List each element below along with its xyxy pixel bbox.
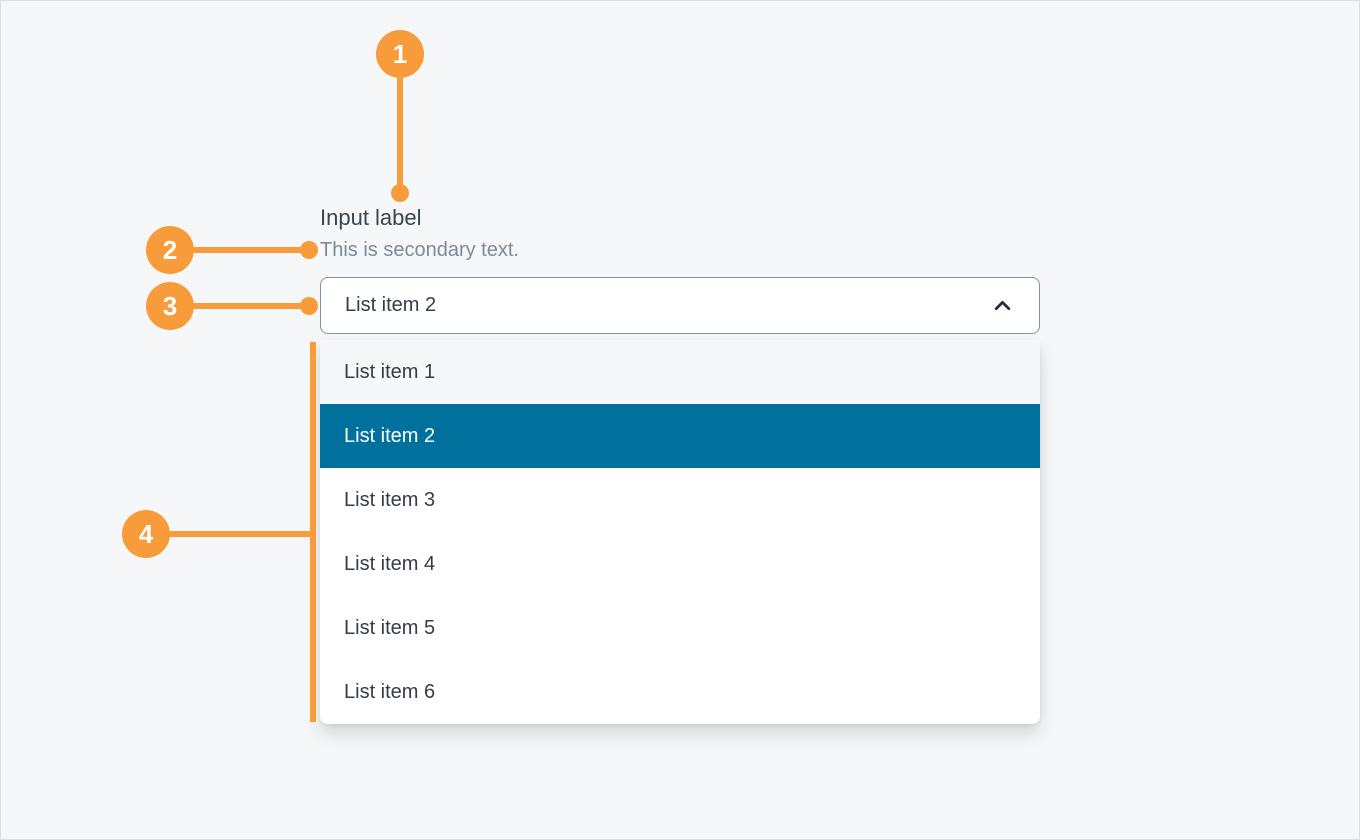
list-item-3[interactable]: List item 3 — [320, 468, 1040, 532]
annotation-endpoint-1 — [391, 184, 409, 202]
list-item-4[interactable]: List item 4 — [320, 532, 1040, 596]
annotation-connector-1 — [397, 54, 403, 193]
annotation-badge-3: 3 — [146, 282, 194, 330]
input-secondary-text: This is secondary text. — [320, 239, 519, 261]
annotation-badge-4: 4 — [122, 510, 170, 558]
annotation-connector-2 — [170, 247, 309, 253]
list-item-1[interactable]: List item 1 — [320, 340, 1040, 404]
annotation-badge-1: 1 — [376, 30, 424, 78]
list-item-6[interactable]: List item 6 — [320, 660, 1040, 724]
list-item-5[interactable]: List item 5 — [320, 596, 1040, 660]
annotation-endpoint-2 — [300, 241, 318, 259]
list-item-2-selected[interactable]: List item 2 — [320, 404, 1040, 468]
select-selected-value: List item 2 — [345, 294, 437, 316]
input-label: Input label — [320, 205, 422, 230]
select-field[interactable]: List item 2 — [320, 277, 1040, 334]
chevron-up-icon — [994, 301, 1011, 310]
annotation-bracket-4 — [310, 342, 316, 722]
annotation-badge-2: 2 — [146, 226, 194, 274]
annotation-connector-3 — [170, 303, 309, 309]
annotation-connector-4 — [146, 531, 313, 537]
dropdown-menu: List item 1 List item 2 List item 3 List… — [320, 340, 1040, 724]
annotation-endpoint-3 — [300, 297, 318, 315]
